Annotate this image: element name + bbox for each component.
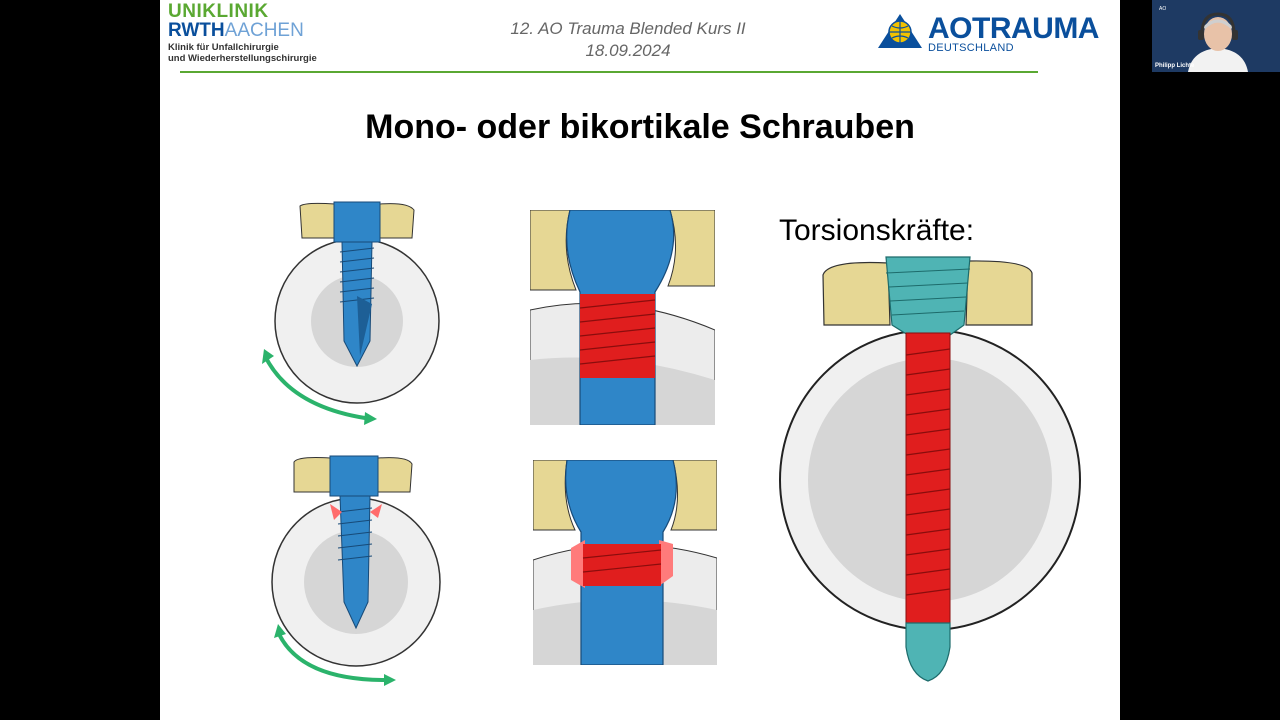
participant-video-tile[interactable]: AO Philipp Lichte [1152, 0, 1280, 72]
clinic-line1: Klinik für Unfallchirurgie [168, 42, 279, 53]
mono-zoom-figure [530, 210, 715, 425]
course-info: 12. AO Trauma Blended Kurs II 18.09.2024 [480, 18, 776, 62]
uniklinik-logo: UNIKLINIK RWTHAACHEN Klinik für Unfallch… [168, 1, 317, 64]
ao-brand: AOTRAUMA [928, 12, 1099, 46]
clinic-line2: und Wiederherstellungschirurgie [168, 53, 317, 64]
bicortical-small-screw-figure [271, 455, 441, 686]
aotrauma-logo: AOTRAUMA DEUTSCHLAND [876, 10, 1106, 58]
logo-rwth: RWTH [168, 20, 225, 41]
ao-brand-ao: AO [928, 12, 973, 45]
participant-name: Philipp Lichte [1155, 63, 1195, 69]
ao-brand-trauma: TRAUMA [972, 12, 1099, 45]
torsion-screw-figure [779, 256, 1081, 682]
course-date: 18.09.2024 [585, 41, 671, 60]
presentation-slide: UNIKLINIK RWTHAACHEN Klinik für Unfallch… [160, 0, 1120, 720]
course-title: 12. AO Trauma Blended Kurs II [510, 19, 746, 38]
logo-aachen: AACHEN [224, 20, 304, 41]
slide-title: Mono- oder bikortikale Schrauben [365, 108, 915, 146]
header-divider [180, 71, 1038, 73]
logo-line1: UNIKLINIK [168, 1, 269, 22]
torsion-label: Torsionskräfte: [779, 214, 975, 247]
person-video-icon [1188, 12, 1248, 72]
rotation-arrow-icon [276, 631, 386, 682]
cam-logo: AO [1159, 6, 1167, 12]
logo-line2: RWTHAACHEN [168, 21, 317, 40]
ao-globe-icon [878, 14, 922, 48]
monocortical-screw-figure [262, 201, 440, 425]
rotation-arrow-icon [263, 355, 366, 420]
bi-zoom-figure [533, 460, 717, 665]
ao-sub: DEUTSCHLAND [928, 42, 1014, 54]
